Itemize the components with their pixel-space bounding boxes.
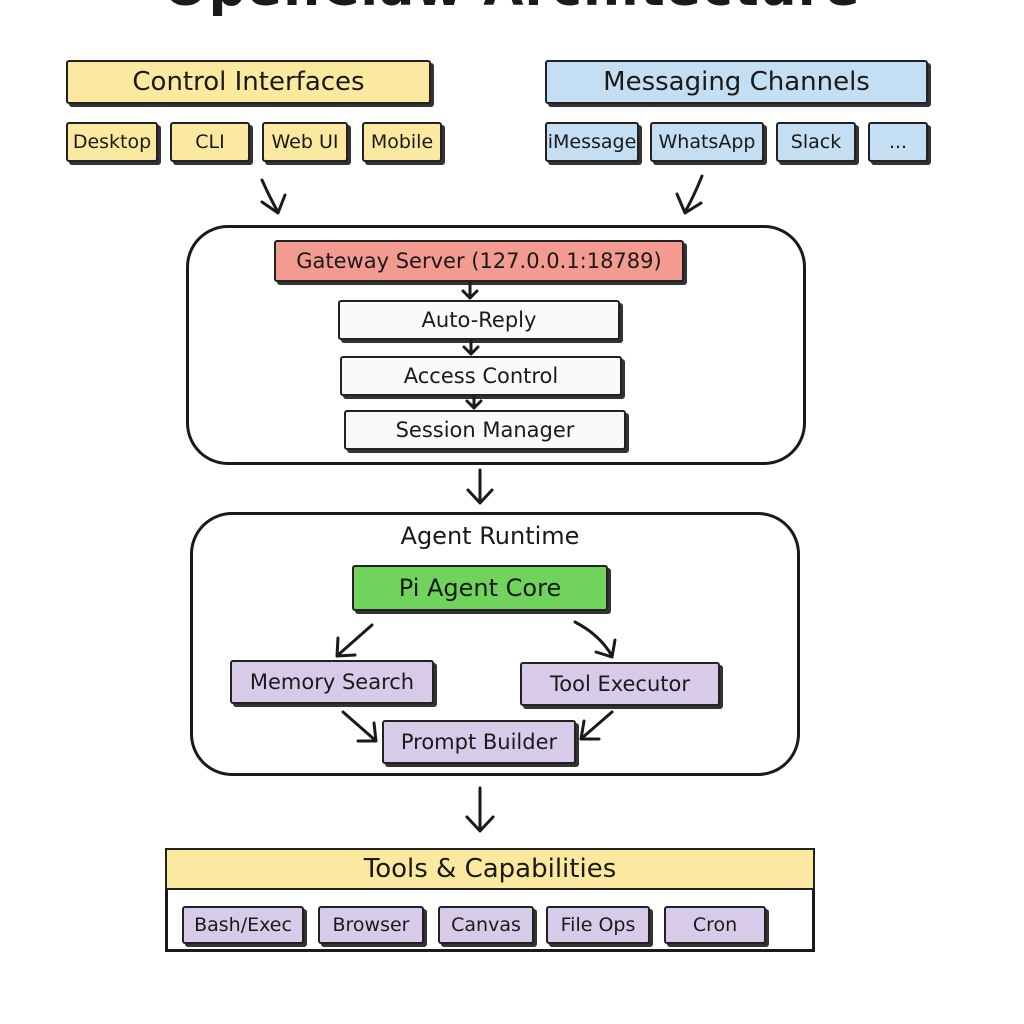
diagram-title: OpenClaw Architecture	[0, 0, 1024, 18]
channel-whatsapp: WhatsApp	[650, 122, 764, 162]
arrow-tool-to-prompt	[579, 710, 614, 741]
memory-search: Memory Search	[230, 660, 434, 704]
channel-imessage: iMessage	[545, 122, 639, 162]
control-interface-cli: CLI	[170, 122, 250, 162]
prompt-builder: Prompt Builder	[382, 720, 576, 764]
arrow-gateway-to-runtime	[466, 468, 494, 505]
control-interfaces-header: Control Interfaces	[66, 60, 431, 104]
tool-file-ops: File Ops	[546, 906, 650, 944]
session-manager: Session Manager	[344, 410, 626, 450]
arrow-autoreply-to-access	[462, 339, 480, 356]
arrow-memory-to-prompt	[341, 710, 378, 743]
arrow-core-to-tool	[573, 620, 617, 659]
channel-slack: Slack	[776, 122, 856, 162]
arrow-server-to-autoreply	[461, 281, 479, 300]
arrow-controls-to-gateway	[260, 178, 287, 215]
messaging-channels-header: Messaging Channels	[545, 60, 928, 104]
agent-runtime-container	[190, 512, 800, 776]
tool-canvas: Canvas	[438, 906, 534, 944]
tool-executor: Tool Executor	[520, 662, 720, 706]
arrow-access-to-session	[465, 395, 483, 410]
arrow-channels-to-gateway	[675, 174, 704, 215]
gateway-container	[186, 225, 806, 465]
control-interface-web-ui: Web UI	[262, 122, 348, 162]
channel-more: ...	[868, 122, 928, 162]
control-interface-desktop: Desktop	[66, 122, 158, 162]
arrow-runtime-to-tools	[465, 786, 495, 833]
auto-reply: Auto-Reply	[338, 300, 620, 340]
arrow-core-to-memory	[335, 623, 374, 658]
tool-cron: Cron	[664, 906, 766, 944]
tool-bash-exec: Bash/Exec	[182, 906, 304, 944]
pi-agent-core: Pi Agent Core	[352, 565, 608, 611]
tools-header: Tools & Capabilities	[165, 848, 815, 890]
access-control: Access Control	[340, 356, 622, 396]
gateway-server: Gateway Server (127.0.0.1:18789)	[274, 240, 684, 282]
control-interface-mobile: Mobile	[362, 122, 442, 162]
agent-runtime-label: Agent Runtime	[400, 522, 580, 550]
tool-browser: Browser	[318, 906, 424, 944]
